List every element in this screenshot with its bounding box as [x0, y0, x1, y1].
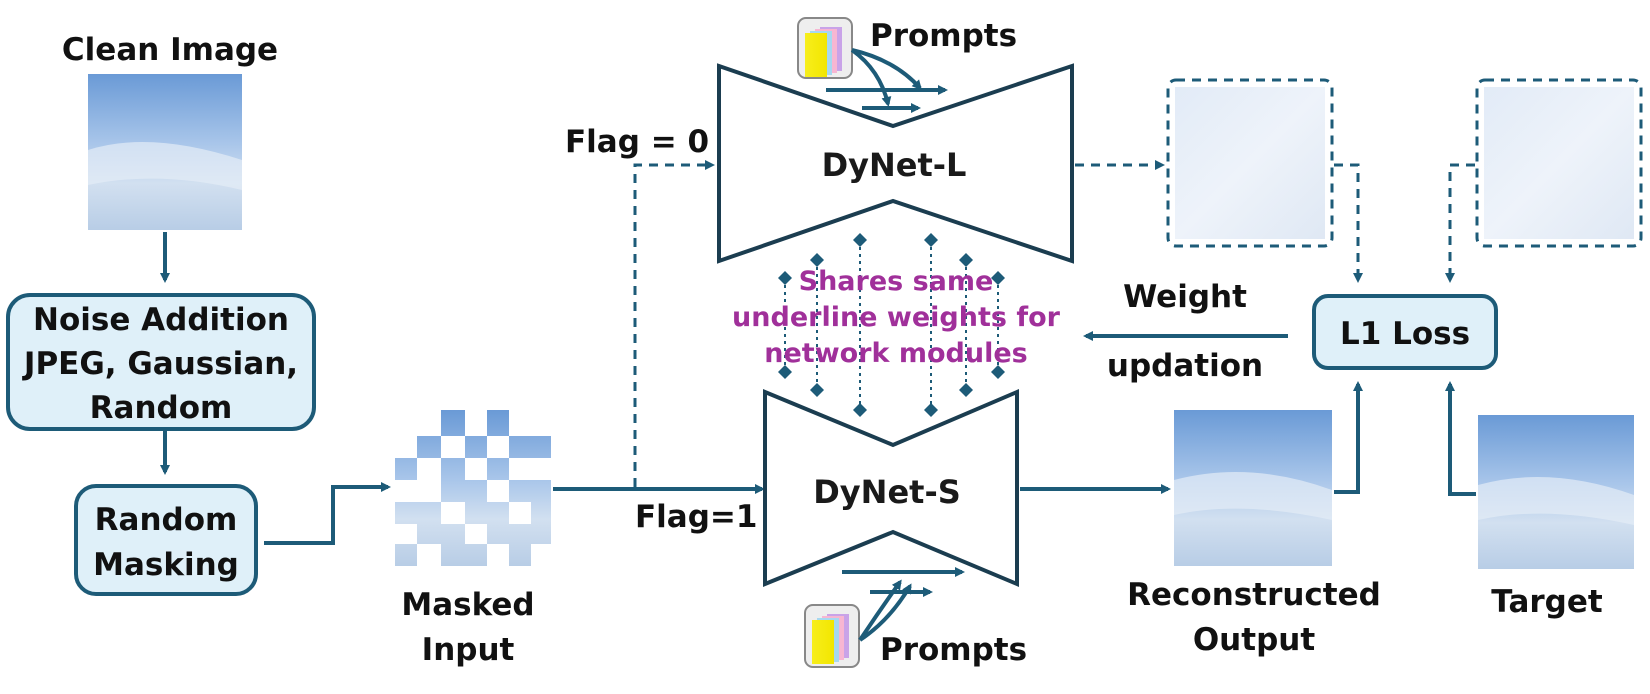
dashed-arrow-to-loss-right [1445, 163, 1475, 283]
prompts-icon-bottom [804, 604, 860, 668]
l1-loss-box [1312, 294, 1498, 370]
masked-input-image [395, 410, 551, 566]
weight-update-line1: Weight [1123, 279, 1247, 315]
noise-box-line3: Random [90, 390, 233, 426]
shared-note-line1: Shares same [799, 266, 994, 297]
prompt-curve-bottom-1 [858, 579, 902, 642]
dynet-l-output-image [1175, 87, 1325, 239]
prompts-label-bottom: Prompts [880, 632, 1027, 668]
prompt-curve-bottom-2 [858, 583, 912, 642]
prompts-label-top: Prompts [870, 18, 1017, 54]
dynet-s-label: DyNet-S [813, 473, 961, 511]
arrow-mask-to-input [264, 482, 391, 545]
arrow-output-to-loss [1334, 381, 1363, 494]
dashed-arrow-to-loss-left [1334, 163, 1363, 283]
random-masking-box [74, 484, 258, 596]
weight-update-line2: updation [1107, 348, 1263, 384]
reconstructed-line2: Output [1193, 622, 1316, 658]
target-pale-image [1484, 87, 1634, 239]
flag1-label: Flag=1 [635, 499, 757, 535]
prompt-curve-top-2 [851, 48, 922, 91]
cloud-shape [88, 142, 242, 190]
cloud-shape [1174, 472, 1332, 520]
masking-box-line2: Masking [93, 547, 239, 583]
prompts-icon-top [797, 17, 853, 79]
cloud-shape [1478, 477, 1634, 525]
arrow-target-to-loss [1445, 381, 1476, 496]
dynet-l-block [717, 63, 1074, 264]
clean-image-label: Clean Image [62, 32, 278, 68]
target-label: Target [1491, 584, 1603, 620]
noise-addition-box [6, 293, 316, 431]
flag0-label: Flag = 0 [565, 124, 709, 160]
prompt-curve-top-1 [850, 48, 892, 107]
masked-input-line1: Masked [401, 587, 534, 623]
dynet-l-label: DyNet-L [822, 146, 967, 184]
masking-box-line1: Random [95, 502, 238, 538]
l1-loss-label: L1 Loss [1340, 316, 1470, 352]
shared-weight-connectors [778, 233, 1005, 417]
masked-input-line2: Input [422, 632, 515, 668]
noise-box-line1: Noise Addition [33, 302, 289, 338]
shared-note-line2: underline weights for [732, 302, 1061, 333]
dynet-s-block [763, 388, 1019, 588]
shared-note-line3: network modules [764, 338, 1027, 369]
noise-box-line2: JPEG, Gaussian, [22, 346, 298, 382]
reconstructed-line1: Reconstructed [1127, 577, 1381, 613]
dashed-arrow-flag0 [633, 160, 715, 487]
